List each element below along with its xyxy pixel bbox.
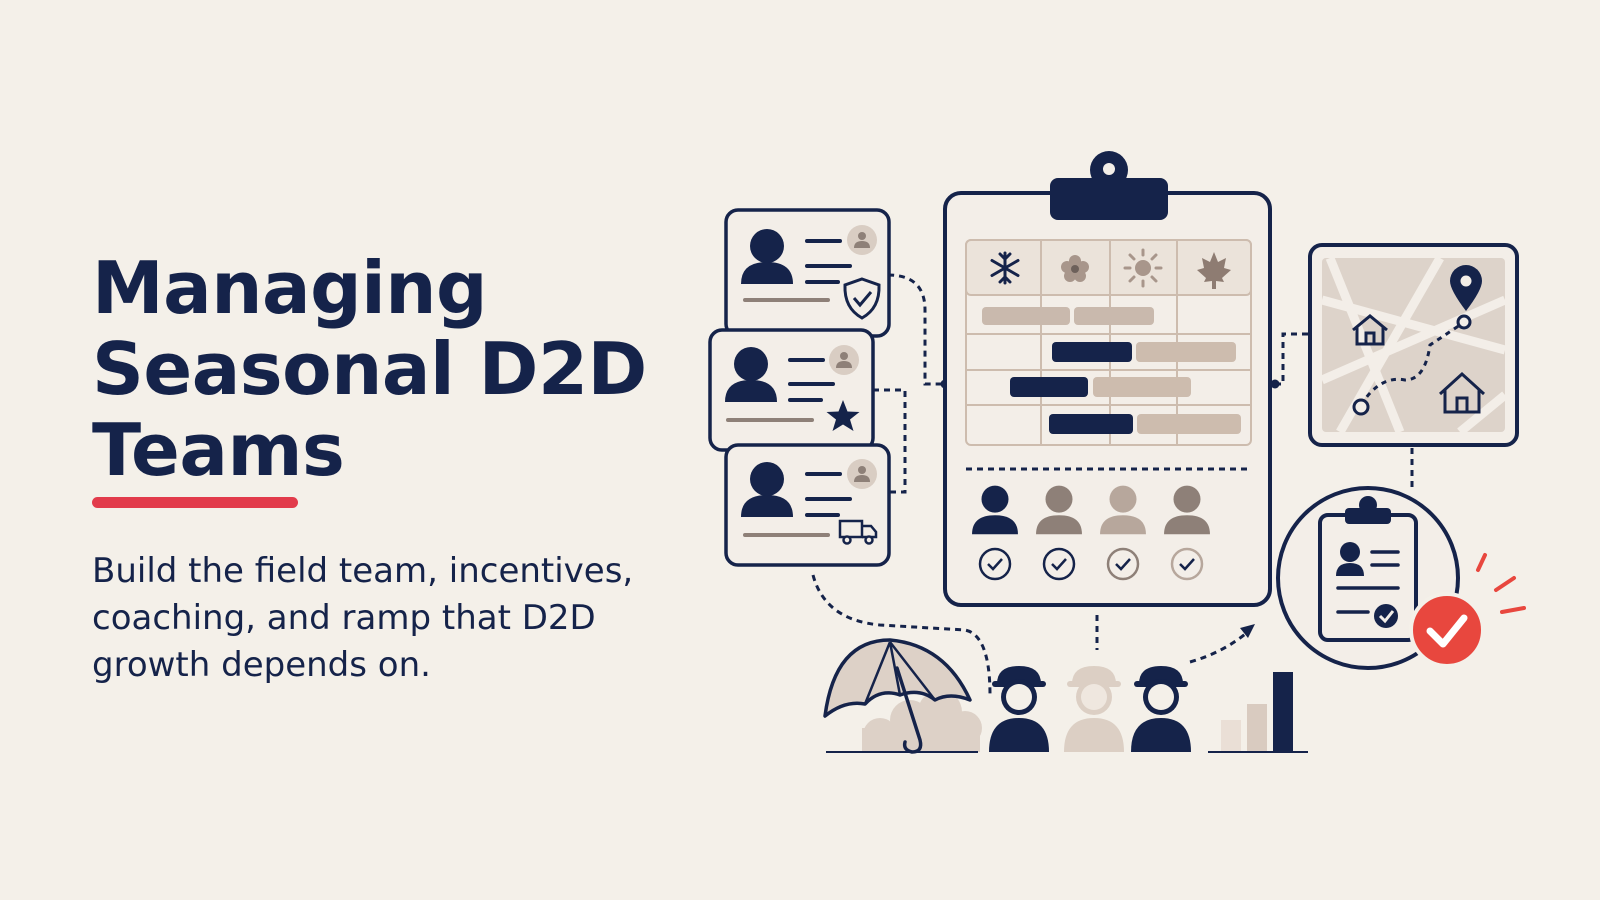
avatar-icon <box>741 462 793 517</box>
title-accent-underline <box>92 497 298 508</box>
growth-bar <box>1247 704 1267 752</box>
candidate-card-star <box>708 328 875 452</box>
schedule-bars <box>982 307 1241 434</box>
field-scene <box>823 638 1308 754</box>
umbrella-icon <box>823 638 972 754</box>
small-avatar-icon <box>829 345 859 375</box>
approved-check-icon <box>1409 592 1485 668</box>
check-circle-icon <box>978 547 1012 581</box>
sparkle-lines-icon <box>1476 553 1526 614</box>
territory-map <box>1308 243 1519 447</box>
subtitle-line-3: growth depends on. <box>92 645 431 685</box>
subtitle-line-2: coaching, and ramp that D2D <box>92 598 596 638</box>
map-pin-icon <box>1450 265 1482 311</box>
star-icon <box>826 400 860 431</box>
small-avatar-icon <box>847 225 877 255</box>
check-circle-icon <box>1170 547 1204 581</box>
growth-bars <box>1221 672 1293 752</box>
clipboard-clip <box>1050 151 1168 220</box>
hero-text-block: Managing Seasonal D2D Teams Build the fi… <box>92 248 652 689</box>
avatar-icon <box>725 347 777 402</box>
truck-icon <box>838 519 878 545</box>
dashed-connectors <box>811 273 1414 696</box>
clipboard-icon <box>1318 496 1418 642</box>
page-title: Managing Seasonal D2D Teams <box>92 248 652 491</box>
check-circle-icon <box>1042 547 1076 581</box>
avatar-icon <box>741 229 793 284</box>
season-schedule-table <box>965 239 1252 446</box>
schedule-clipboard <box>943 151 1272 607</box>
flower-icon <box>1061 255 1089 282</box>
check-circle-icon <box>1106 547 1140 581</box>
small-avatar-icon <box>847 459 877 489</box>
field-worker-icon <box>989 666 1049 752</box>
candidate-card-truck <box>724 443 891 567</box>
subtitle-line-1: Build the field team, incentives, <box>92 551 634 591</box>
field-worker-icon <box>1064 666 1124 752</box>
candidate-card-shield <box>724 208 891 338</box>
check-circles-row <box>978 547 1204 581</box>
house-icon <box>1352 314 1388 346</box>
page-subtitle: Build the field team, incentives, coachi… <box>92 548 652 689</box>
snowflake-icon <box>990 251 1020 285</box>
title-line-1: Managing <box>92 246 488 330</box>
shield-check-icon <box>843 277 881 320</box>
field-worker-icon <box>1131 666 1191 752</box>
avatar-icon <box>1336 542 1364 576</box>
arrowhead-icon <box>1240 624 1255 638</box>
cloud-icon <box>862 690 982 752</box>
approval-badge <box>1276 486 1526 670</box>
growth-bar <box>1273 672 1293 752</box>
house-icon <box>1438 371 1486 414</box>
sun-icon <box>1123 248 1163 288</box>
title-line-2: Seasonal D2D <box>92 327 647 411</box>
maple-leaf-icon <box>1197 252 1231 289</box>
title-line-3: Teams <box>92 408 345 492</box>
growth-bar <box>1221 720 1241 752</box>
